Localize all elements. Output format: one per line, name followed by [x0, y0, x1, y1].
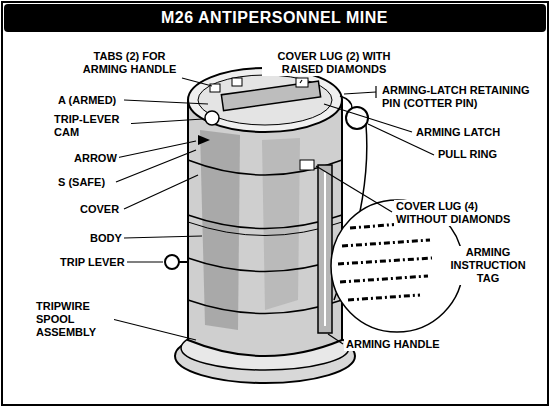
part-label: BODY	[88, 232, 124, 245]
part-label: ARMING INSTRUCTION TAG	[438, 246, 538, 285]
handle-tab	[232, 78, 242, 86]
tag-text-marks	[338, 222, 432, 300]
title-text: M26 ANTIPERSONNEL MINE	[161, 9, 388, 27]
cover-lug	[300, 160, 314, 170]
body-shading	[200, 130, 240, 330]
part-label: ARROW	[72, 152, 119, 165]
part-label: TRIP-LEVER CAM	[52, 113, 131, 139]
part-label: COVER LUG (4) WITHOUT DIAMONDS	[394, 200, 530, 226]
pull-ring	[346, 107, 368, 129]
title-band	[4, 4, 546, 32]
part-label: TABS (2) FOR ARMING HANDLE	[70, 50, 189, 76]
part-label: COVER	[78, 203, 121, 216]
handle-highlight	[324, 172, 326, 326]
cover-top	[188, 68, 342, 132]
trip-lever	[165, 255, 179, 269]
trip-lever-arm	[179, 261, 188, 263]
part-label: S (SAFE)	[56, 176, 107, 189]
leader-lines	[108, 78, 434, 344]
handle-tab	[210, 84, 220, 92]
part-label: ARMING-LATCH RETAINING PIN (COTTER PIN)	[380, 84, 544, 110]
body-shading	[262, 138, 300, 310]
part-label: ARMING HANDLE	[344, 338, 442, 351]
mine-body	[188, 100, 342, 356]
trip-lever-cam	[205, 111, 219, 125]
part-label: PULL RING	[436, 148, 499, 161]
cotter-pin	[340, 96, 352, 108]
part-label: COVER LUG (2) WITH RAISED DIAMONDS	[262, 50, 406, 76]
cover-recess	[198, 75, 332, 125]
part-label: ARMING LATCH	[414, 126, 502, 139]
part-label: TRIP LEVER	[58, 256, 127, 269]
part-label: TRIPWIRE SPOOL ASSEMBLY	[34, 300, 114, 339]
cover-lug	[296, 78, 308, 87]
arming-handle	[318, 165, 332, 333]
arrow-mark	[198, 135, 210, 145]
part-label: A (ARMED)	[56, 94, 118, 107]
